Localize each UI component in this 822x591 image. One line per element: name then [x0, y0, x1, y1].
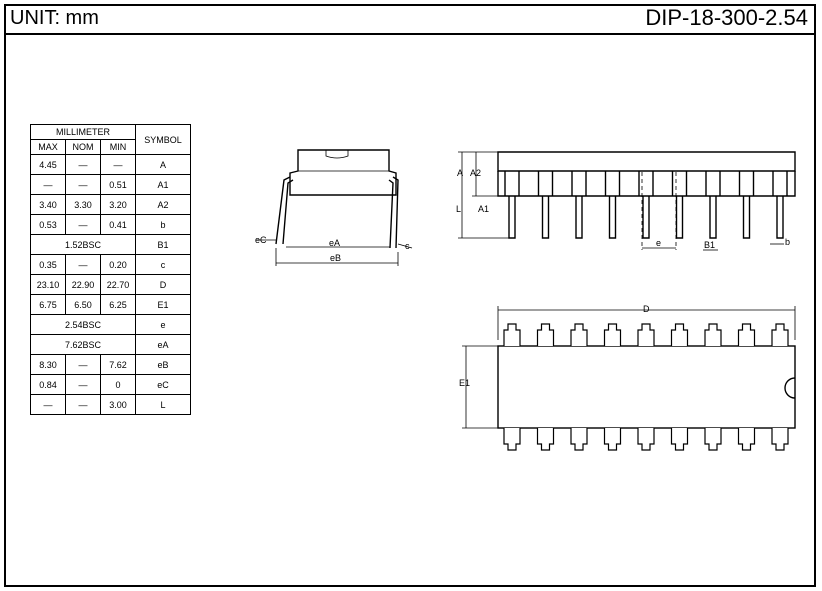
- unit-label: UNIT: mm: [10, 7, 99, 29]
- c-leader: [397, 243, 413, 249]
- symbol-cell: L: [135, 394, 191, 415]
- value-cell-max: —: [30, 394, 66, 415]
- side-pin: [537, 171, 554, 239]
- pin1-notch: [784, 377, 796, 399]
- end-view-left-lead-inner: [282, 179, 294, 245]
- bottom-row-pin: [670, 428, 689, 451]
- L-label: L: [456, 204, 461, 214]
- drawing-frame: [4, 4, 816, 587]
- side-pin: [604, 171, 621, 239]
- top-row-pin: [503, 323, 521, 346]
- top-row-pin: [737, 323, 756, 346]
- side-view-body: [497, 151, 796, 172]
- side-pin: [571, 171, 587, 239]
- A2-label: A2: [470, 168, 481, 178]
- top-row-pin: [536, 323, 555, 346]
- top-row-pin: [570, 323, 588, 346]
- top-view-body: [497, 345, 796, 429]
- end-view: eC eA eB c: [255, 149, 413, 266]
- eB-label: eB: [330, 253, 341, 263]
- bottom-row-pin: [603, 428, 622, 451]
- b-label: b: [785, 237, 790, 247]
- bottom-row-pin: [737, 428, 756, 451]
- top-row-pin: [637, 323, 655, 346]
- A-label: A: [457, 168, 463, 178]
- top-view: D E1: [459, 304, 796, 451]
- top-row-pin: [603, 323, 622, 346]
- top-view-pins: [503, 323, 789, 451]
- side-pin: [504, 171, 520, 239]
- bottom-row-pin: [771, 428, 789, 451]
- D-label: D: [643, 304, 650, 314]
- end-view-left-lead: [275, 176, 291, 245]
- top-row-pin: [771, 323, 789, 346]
- dimension-table-body: MILLIMETER SYMBOL MAX NOM MIN 4.45——A——0…: [30, 124, 191, 415]
- header-divider: [4, 33, 816, 35]
- bottom-row-pin: [503, 428, 521, 451]
- end-view-body: [289, 149, 397, 196]
- table-row: 4.45——A: [30, 154, 191, 175]
- end-view-right-lead-inner: [388, 179, 394, 249]
- side-view-pins: [504, 171, 788, 239]
- side-pin: [671, 171, 688, 239]
- top-row-pin: [670, 323, 689, 346]
- table-group-header-row: MILLIMETER SYMBOL: [30, 124, 191, 155]
- side-view-lower: [497, 171, 796, 197]
- end-view-right-lead: [392, 176, 399, 249]
- side-view: e B1 b A A2 A1 L: [456, 151, 796, 251]
- bottom-row-pin: [570, 428, 588, 451]
- package-title: DIP-18-300-2.54: [645, 5, 808, 30]
- eA-label: eA: [329, 238, 340, 248]
- bottom-row-pin: [704, 428, 722, 451]
- bottom-row-pin: [536, 428, 555, 451]
- side-pin: [638, 171, 654, 239]
- c-label: c: [405, 241, 410, 251]
- side-pin: [772, 171, 788, 239]
- value-cell-min: 3.00: [100, 394, 136, 415]
- eC-label: eC: [255, 235, 267, 245]
- e-label: e: [656, 238, 661, 248]
- bottom-row-pin: [637, 428, 655, 451]
- top-row-pin: [704, 323, 722, 346]
- end-view-notch: [325, 150, 349, 159]
- E1-label: E1: [459, 378, 470, 388]
- dimension-table: MILLIMETER SYMBOL MAX NOM MIN 4.45——A——0…: [30, 124, 191, 415]
- side-pin: [705, 171, 721, 239]
- B1-label: B1: [704, 240, 715, 250]
- symbol-header: SYMBOL: [135, 124, 191, 155]
- side-pin: [738, 171, 755, 239]
- A1-label: A1: [478, 204, 489, 214]
